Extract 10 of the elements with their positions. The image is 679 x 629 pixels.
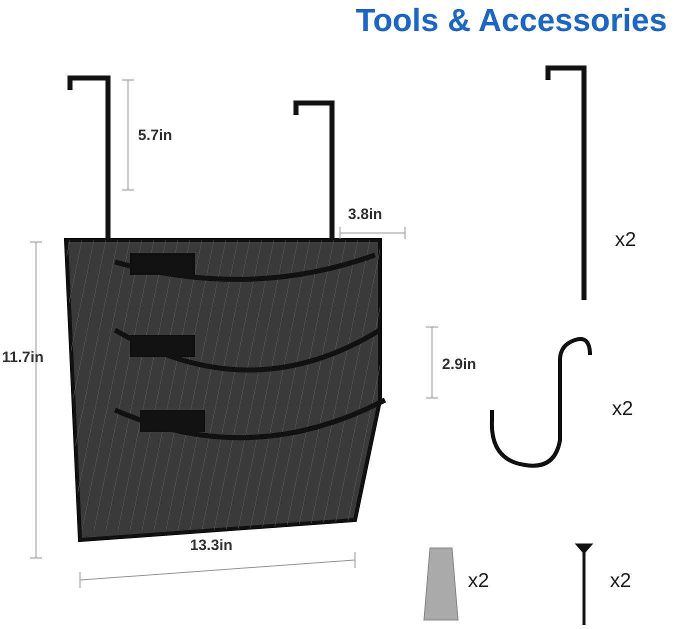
dimension-label: 3.8in bbox=[348, 206, 382, 223]
quantity-label: x2 bbox=[612, 398, 634, 421]
dimension-label: 11.7in bbox=[2, 349, 44, 366]
dimension-label: 5.7in bbox=[138, 127, 172, 144]
title: Tools & Accessories bbox=[356, 2, 667, 39]
dimension-label: 13.3in bbox=[190, 537, 233, 554]
quantity-label: x2 bbox=[468, 570, 490, 593]
quantity-label: x2 bbox=[615, 229, 636, 252]
dimension-label: 2.9in bbox=[442, 356, 476, 373]
quantity-label: x2 bbox=[610, 570, 632, 593]
